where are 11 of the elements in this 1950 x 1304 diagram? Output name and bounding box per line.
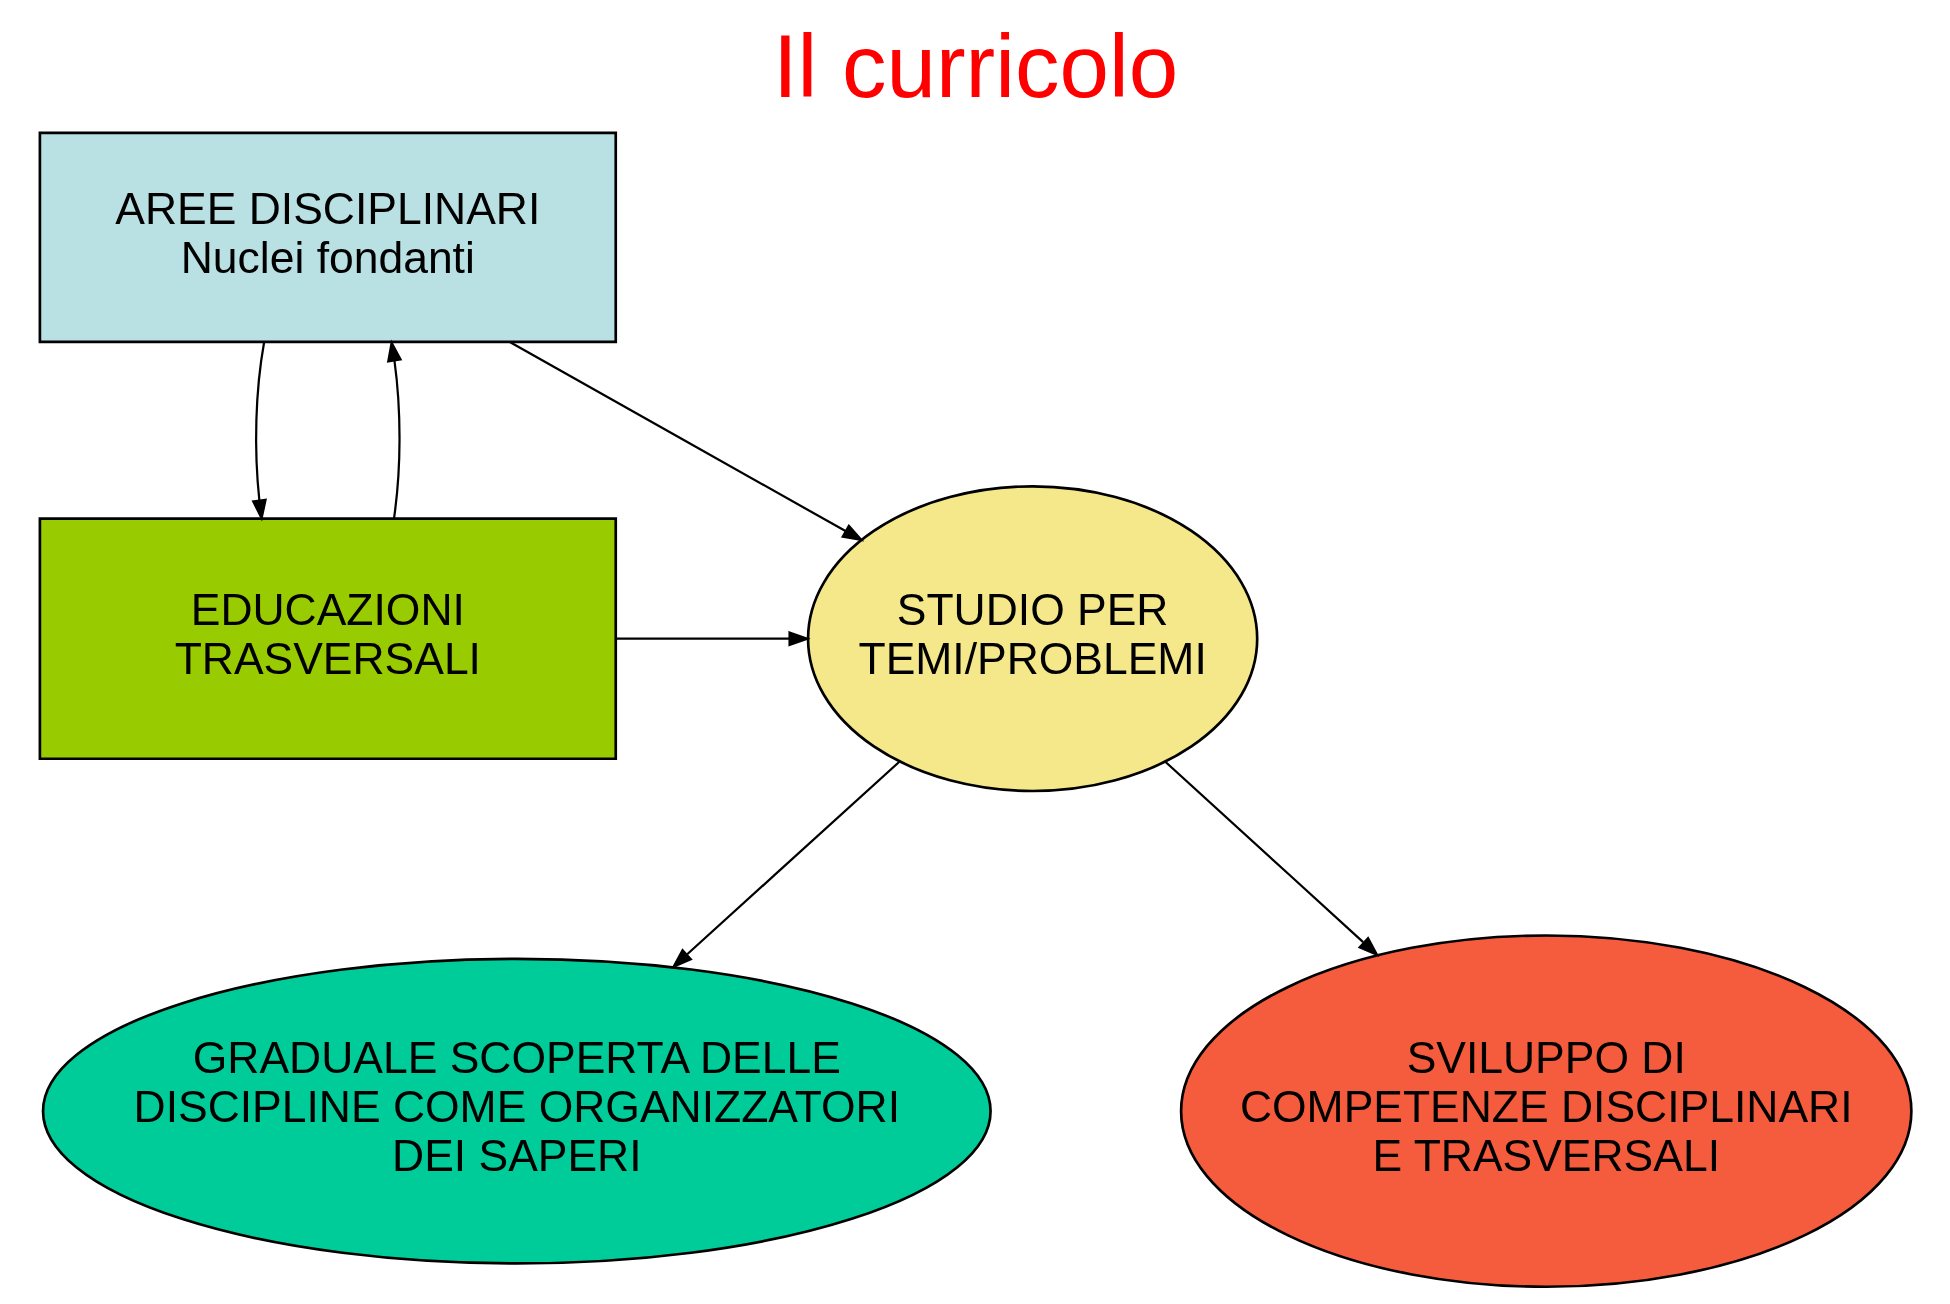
arrow (1164, 761, 1379, 957)
node-box: AREE DISCIPLINARI Nuclei fondanti (38, 131, 617, 344)
diagram-title: Il curricolo (772, 16, 1178, 117)
arrow (509, 341, 864, 542)
node-ellipse: STUDIO PER TEMI/PROBLEMI (806, 485, 1259, 793)
node-ellipse: GRADUALE SCOPERTA DELLE DISCIPLINE COME ORGANIZZATORI DEI SAPERI (41, 957, 992, 1265)
arrow (386, 339, 402, 519)
arrow (251, 342, 267, 522)
arrow (615, 630, 811, 647)
node-box: EDUCAZIONI TRASVERSALI (38, 517, 617, 761)
arrow (670, 761, 900, 969)
